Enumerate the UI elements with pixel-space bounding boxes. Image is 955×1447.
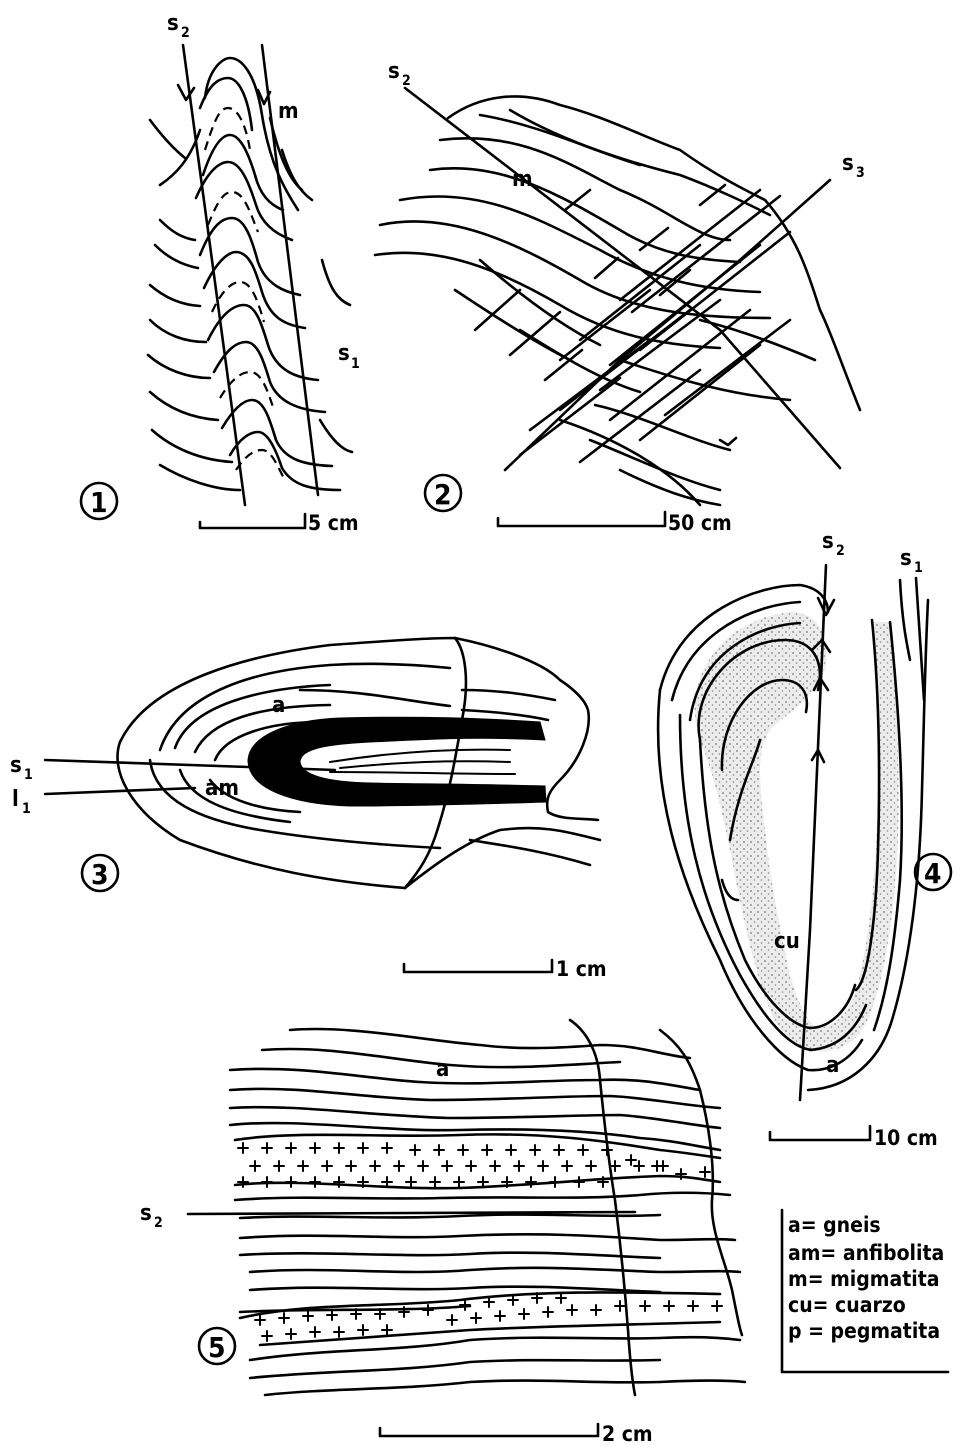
panel-2-s3-label: s xyxy=(842,151,854,176)
panel-4-s2-label: s xyxy=(822,529,834,554)
panel-3-l1-label: l xyxy=(12,787,19,812)
legend-item-pegmatita: p = pegmatita xyxy=(788,1319,940,1343)
panel-2-m-label: m xyxy=(512,167,533,192)
panel-3-s1-label: s xyxy=(10,753,22,778)
panel-1-m-label: m xyxy=(278,99,299,124)
panel-3-l1-subscript: 1 xyxy=(22,801,31,817)
panel-4-number: 4 xyxy=(924,857,942,890)
panel-1-s1-label: s xyxy=(338,341,350,366)
legend-item-anfibolita: am= anfibolita xyxy=(788,1241,944,1265)
panel-2-s2-subscript: 2 xyxy=(402,73,411,89)
panel-1-s1-subscript: 1 xyxy=(351,356,360,372)
panel-4-a-label: a xyxy=(826,1053,839,1078)
panel-3-scale-label: 1 cm xyxy=(556,957,607,981)
panel-3-fold-sketch: a s 1 l 1 am 3 1 cm xyxy=(10,638,607,981)
panel-5-pegmatite-band-upper xyxy=(238,1143,710,1187)
panel-1-s2-label: s xyxy=(167,11,179,36)
panel-3-am-label: am xyxy=(205,776,239,801)
panel-4-scale-bar xyxy=(770,1126,870,1140)
legend-item-gneis: a= gneis xyxy=(788,1213,881,1237)
panel-4-s1-subscript: 1 xyxy=(914,560,923,576)
panel-2-outcrop-sketch: s 2 m s 3 2 50 cm xyxy=(375,59,865,535)
panel-5-s2-label: s xyxy=(140,1201,152,1226)
panel-5-scale-label: 2 cm xyxy=(602,1422,653,1446)
panel-4-scale-label: 10 cm xyxy=(874,1126,938,1150)
panel-2-number: 2 xyxy=(434,478,452,511)
panel-1-fold-sketch: s 2 m s 1 1 5 cm xyxy=(81,11,360,535)
legend-item-cuarzo: cu= cuarzo xyxy=(788,1293,906,1317)
panel-5-number: 5 xyxy=(208,1331,226,1364)
panel-4-quartz-layer xyxy=(695,612,899,1051)
panel-3-s1-subscript: 1 xyxy=(24,767,33,783)
panel-1-scale-bar xyxy=(200,514,305,528)
panel-1-s2-subscript: 2 xyxy=(181,25,190,41)
panel-4-fold-sketch: s 2 s 1 cu a 4 10 cm xyxy=(658,529,951,1150)
panel-2-s2-label: s xyxy=(388,59,400,84)
panel-4-cu-label: cu xyxy=(774,929,800,954)
panel-4-s2-subscript: 2 xyxy=(836,543,845,559)
panel-1-scale-label: 5 cm xyxy=(308,511,359,535)
panel-2-scale-bar xyxy=(498,512,665,526)
panel-5-scale-bar xyxy=(380,1424,598,1436)
panel-5-s2-subscript: 2 xyxy=(154,1215,163,1231)
panel-2-scale-label: 50 cm xyxy=(668,511,732,535)
panel-3-number: 3 xyxy=(91,858,109,891)
panel-5-pegmatite-band-lower xyxy=(255,1293,722,1341)
panel-1-number: 1 xyxy=(90,486,108,519)
panel-4-s1-label: s xyxy=(900,546,912,571)
panel-5-a-label: a xyxy=(436,1057,449,1082)
panel-5-outcrop-sketch: a s 2 5 2 cm xyxy=(140,1020,745,1446)
panel-3-scale-bar xyxy=(404,960,552,972)
panel-3-a-label: a xyxy=(272,693,285,718)
panel-2-s3-subscript: 3 xyxy=(856,165,865,181)
legend: a= gneis am= anfibolita m= migmatita cu=… xyxy=(782,1210,948,1372)
legend-item-migmatita: m= migmatita xyxy=(788,1267,940,1291)
